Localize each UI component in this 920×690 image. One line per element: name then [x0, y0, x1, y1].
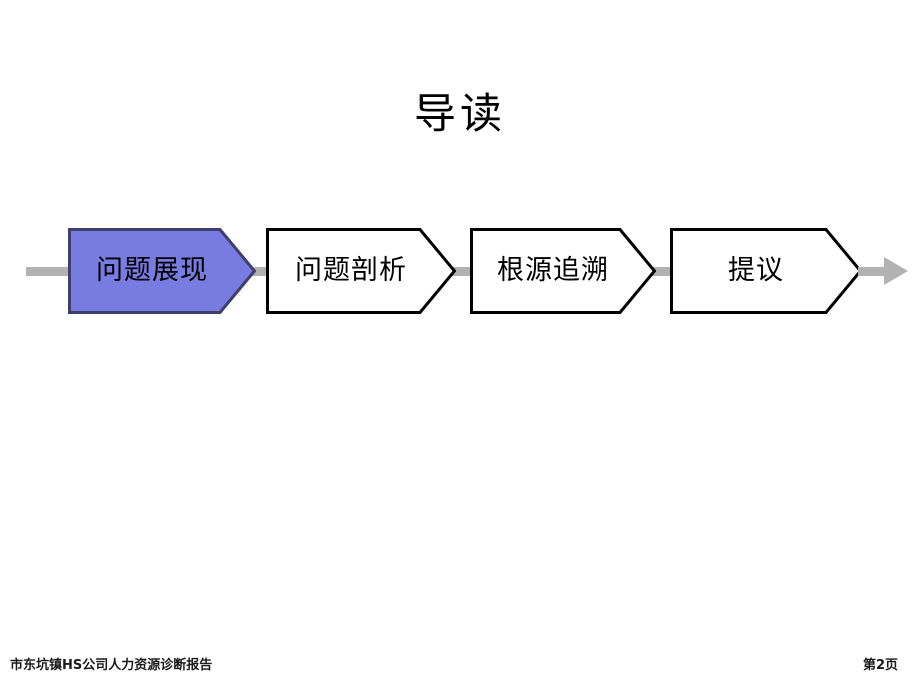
flow-step-root-cause[interactable]: 根源追溯 — [470, 228, 656, 314]
chevron-shape-icon — [670, 228, 862, 314]
flow-connector-1 — [248, 267, 270, 276]
chevron-shape-icon — [266, 228, 456, 314]
arrow-right-icon — [858, 257, 908, 285]
flow-step-problem-analysis[interactable]: 问题剖析 — [266, 228, 456, 314]
process-flow-diagram: 问题展现 问题剖析 根源追溯 提议 — [0, 228, 920, 320]
flow-step-label: 根源追溯 — [497, 255, 609, 286]
footer-document-title: 市东坑镇HS公司人力资源诊断报告 — [10, 658, 213, 673]
chevron-shape-icon — [68, 228, 256, 314]
chevron-shape-icon — [470, 228, 656, 314]
flow-step-label: 提议 — [728, 255, 784, 286]
flow-step-proposal[interactable]: 提议 — [670, 228, 862, 314]
flow-connector-lead — [26, 267, 72, 276]
flow-connector-3 — [652, 267, 674, 276]
flow-step-label: 问题展现 — [96, 255, 208, 286]
footer-page-number: 第2页 — [862, 658, 898, 673]
flow-step-problem-presentation[interactable]: 问题展现 — [68, 228, 256, 314]
flow-step-label: 问题剖析 — [295, 255, 407, 286]
page-title: 导读 — [413, 89, 506, 138]
flow-connector-2 — [452, 267, 474, 276]
